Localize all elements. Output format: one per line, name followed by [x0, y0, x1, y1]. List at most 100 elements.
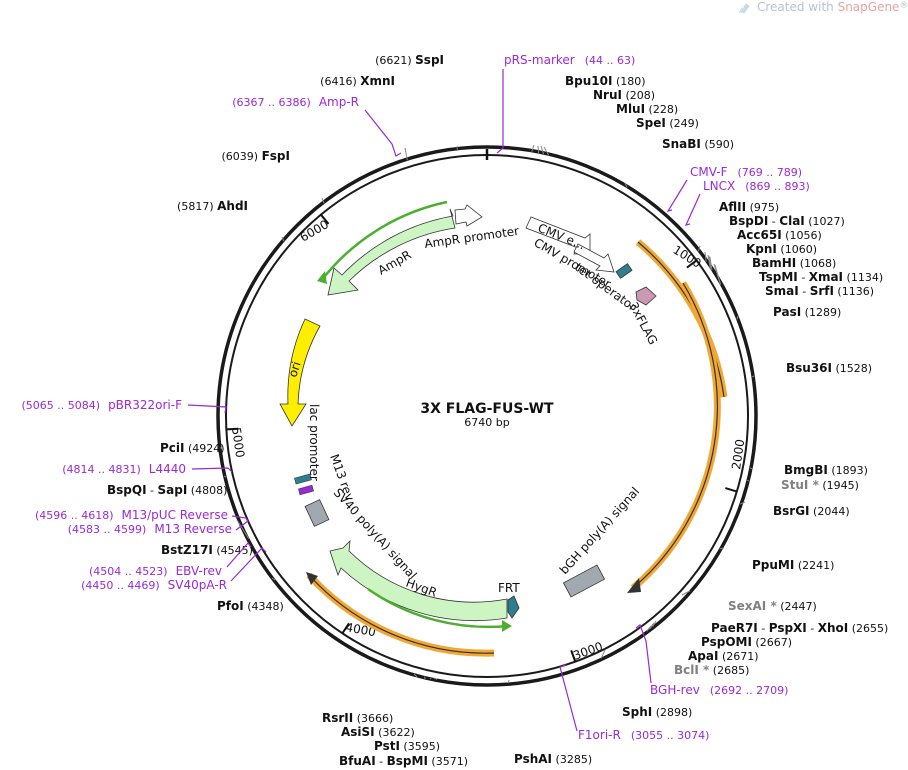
enzyme-site-bcli[interactable]: BclI * (2685) [674, 663, 749, 677]
enzyme-leader [540, 145, 545, 155]
enzyme-site-xmni[interactable]: (6416) XmnI [320, 74, 395, 88]
enzyme-name: BspQI [107, 483, 147, 497]
enzyme-site-nrui[interactable]: NruI (208) [593, 88, 655, 102]
enzyme-site-asisi[interactable]: AsiSI (3622) [341, 725, 415, 739]
primer-name: F1ori-R [578, 728, 621, 742]
enzyme-site-paer7i[interactable]: PaeR7I - PspXI - XhoI (2655) [711, 621, 888, 635]
enzyme-site-bsrgi[interactable]: BsrGI (2044) [773, 504, 850, 518]
svg-text:BmgBI (1893): BmgBI (1893) [784, 463, 868, 477]
svg-text:StuI * (1945): StuI * (1945) [781, 478, 859, 492]
enzyme-site-ppumi[interactable]: PpuMI (2241) [752, 558, 834, 572]
enzyme-site-pasi[interactable]: PasI (1289) [773, 305, 841, 319]
primer-bgh-rev[interactable]: BGH-rev(2692 .. 2709) [650, 683, 788, 697]
enzyme-site-sexai[interactable]: SexAI * (2447) [728, 599, 817, 613]
ampr-orf-arrow [320, 200, 448, 282]
enzyme-site-mlui[interactable]: MluI (228) [616, 102, 678, 116]
enzyme-name: BclI * [674, 663, 710, 677]
primer-range: (4583 .. 4599) [68, 523, 147, 536]
brand-prefix: Created with [757, 0, 838, 14]
svg-text:PpuMI (2241): PpuMI (2241) [752, 558, 834, 572]
enzyme-site-bspqi[interactable]: BspQI - SapI (4808) [107, 483, 227, 497]
enzyme-name: BspDI [729, 214, 768, 228]
enzyme-site-fspi[interactable]: (6039) FspI [222, 149, 290, 163]
enzyme-site-pfoi[interactable]: PfoI (4348) [217, 599, 284, 613]
enzyme-site-bamhi[interactable]: BamHI (1068) [752, 256, 836, 270]
enzyme-position: (4808) [187, 484, 227, 497]
enzyme-site-bmgbi[interactable]: BmgBI (1893) [784, 463, 868, 477]
enzyme-site-pshai[interactable]: PshAI (3285) [514, 752, 592, 766]
enzyme-site-smai[interactable]: SmaI - SrfI (1136) [765, 284, 874, 298]
label-bgh: bGH poly(A) signal [557, 484, 642, 577]
enzyme-name-2: ClaI [779, 214, 804, 228]
enzyme-position: (1289) [801, 306, 841, 319]
primer-f1ori-r[interactable]: F1ori-R(3055 .. 3074) [578, 728, 709, 742]
enzyme-name: FspI [262, 149, 290, 163]
tick-mark [226, 427, 239, 431]
primer-range: (2692 .. 2709) [710, 684, 789, 697]
enzyme-site-aflii[interactable]: AflII (975) [719, 200, 779, 214]
primer-cmv-f[interactable]: CMV-F(769 .. 789) [690, 165, 802, 179]
enzyme-position: (5817) [177, 200, 217, 213]
primer-sv40pa-r[interactable]: (4450 .. 4469)SV40pA-R [81, 578, 227, 592]
svg-text:(5817) AhdI: (5817) AhdI [177, 199, 248, 213]
enzyme-site-rsrii[interactable]: RsrII (3666) [322, 711, 393, 725]
enzyme-site-bpu10i[interactable]: Bpu10I (180) [565, 74, 646, 88]
primer-leader [364, 109, 402, 157]
enzyme-site-bstz17i[interactable]: BstZ17I (4545) [161, 543, 253, 557]
enzyme-leader [709, 256, 713, 271]
enzyme-site-tspmi[interactable]: TspMI - XmaI (1134) [759, 270, 883, 284]
brand-mark: ® [899, 1, 908, 11]
enzyme-site-kpni[interactable]: KpnI (1060) [746, 242, 817, 256]
primer-pbr322ori-f[interactable]: (5065 .. 5084)pBR322ori-F [22, 398, 183, 412]
svg-text:(4504 .. 4523)EBV-rev: (4504 .. 4523)EBV-rev [89, 564, 222, 578]
primer-lncx[interactable]: LNCX(869 .. 893) [703, 179, 810, 193]
svg-text:SpeI (249): SpeI (249) [636, 116, 699, 130]
enzyme-site-spei[interactable]: SpeI (249) [636, 116, 699, 130]
enzyme-leader [719, 547, 725, 550]
primer-amp-r[interactable]: (6367 .. 6386)Amp-R [232, 95, 359, 109]
enzyme-name: AsiSI [341, 725, 375, 739]
enzyme-name: PstI [374, 739, 400, 753]
primer-prs-marker[interactable]: pRS-marker(44 .. 63) [504, 53, 635, 67]
enzyme-site-acc65i[interactable]: Acc65I (1056) [737, 228, 822, 242]
enzyme-name: NruI [593, 88, 622, 102]
primer-ebv-rev[interactable]: (4504 .. 4523)EBV-rev [89, 564, 222, 578]
primer-leader [684, 193, 701, 226]
primer-m13-puc-reverse[interactable]: (4596 .. 4618)M13/pUC Reverse [35, 508, 228, 522]
svg-text:NruI (208): NruI (208) [593, 88, 655, 102]
svg-text:TspMI - XmaI (1134): TspMI - XmaI (1134) [759, 270, 883, 284]
enzyme-site-bsu36i[interactable]: Bsu36I (1528) [786, 361, 872, 375]
tick-label: 2000 [729, 438, 747, 470]
svg-text:RsrII (3666): RsrII (3666) [322, 711, 393, 725]
enzyme-name: AflII [719, 200, 746, 214]
enzyme-site-apai[interactable]: ApaI (2671) [688, 649, 759, 663]
primer-m13-reverse[interactable]: (4583 .. 4599)M13 Reverse [68, 522, 232, 536]
svg-text:MluI (228): MluI (228) [616, 102, 678, 116]
enzyme-site-pcii[interactable]: PciI (4924) [160, 441, 225, 455]
enzyme-position: (6039) [222, 150, 262, 163]
enzyme-site-pspomi[interactable]: PspOMI (2667) [701, 635, 792, 649]
enzyme-site-sphi[interactable]: SphI (2898) [622, 705, 692, 719]
snapgene-logo-icon [738, 3, 750, 14]
enzyme-site-bspdi[interactable]: BspDI - ClaI (1027) [729, 214, 845, 228]
enzyme-position: (2685) [709, 664, 749, 677]
brand-product: SnapGene [838, 0, 900, 14]
primer-l4440[interactable]: (4814 .. 4831)L4440 [62, 462, 186, 476]
enzyme-site-sspi[interactable]: (6621) SspI [375, 53, 444, 67]
enzyme-site-ahdi[interactable]: (5817) AhdI [177, 199, 248, 213]
enzyme-name: BsrGI [773, 504, 810, 518]
enzyme-leader [646, 625, 652, 632]
enzyme-leader [537, 145, 540, 154]
enzyme-site-snabi[interactable]: SnaBI (590) [662, 137, 734, 151]
enzyme-site-stui[interactable]: StuI * (1945) [781, 478, 859, 492]
enzyme-position: (2667) [752, 636, 792, 649]
svg-text:Acc65I (1056): Acc65I (1056) [737, 228, 822, 242]
enzyme-site-psti[interactable]: PstI (3595) [374, 739, 440, 753]
enzyme-position: (180) [612, 75, 645, 88]
svg-text:(6367 .. 6386)Amp-R: (6367 .. 6386)Amp-R [232, 95, 359, 109]
primer-leader [187, 404, 227, 414]
enzyme-name: PaeR7I [711, 621, 758, 635]
enzyme-name: RsrII [322, 711, 353, 725]
svg-text:BGH-rev(2692 .. 2709): BGH-rev(2692 .. 2709) [650, 683, 788, 697]
enzyme-site-bfuai[interactable]: BfuAI - BspMI (3571) [339, 754, 468, 768]
